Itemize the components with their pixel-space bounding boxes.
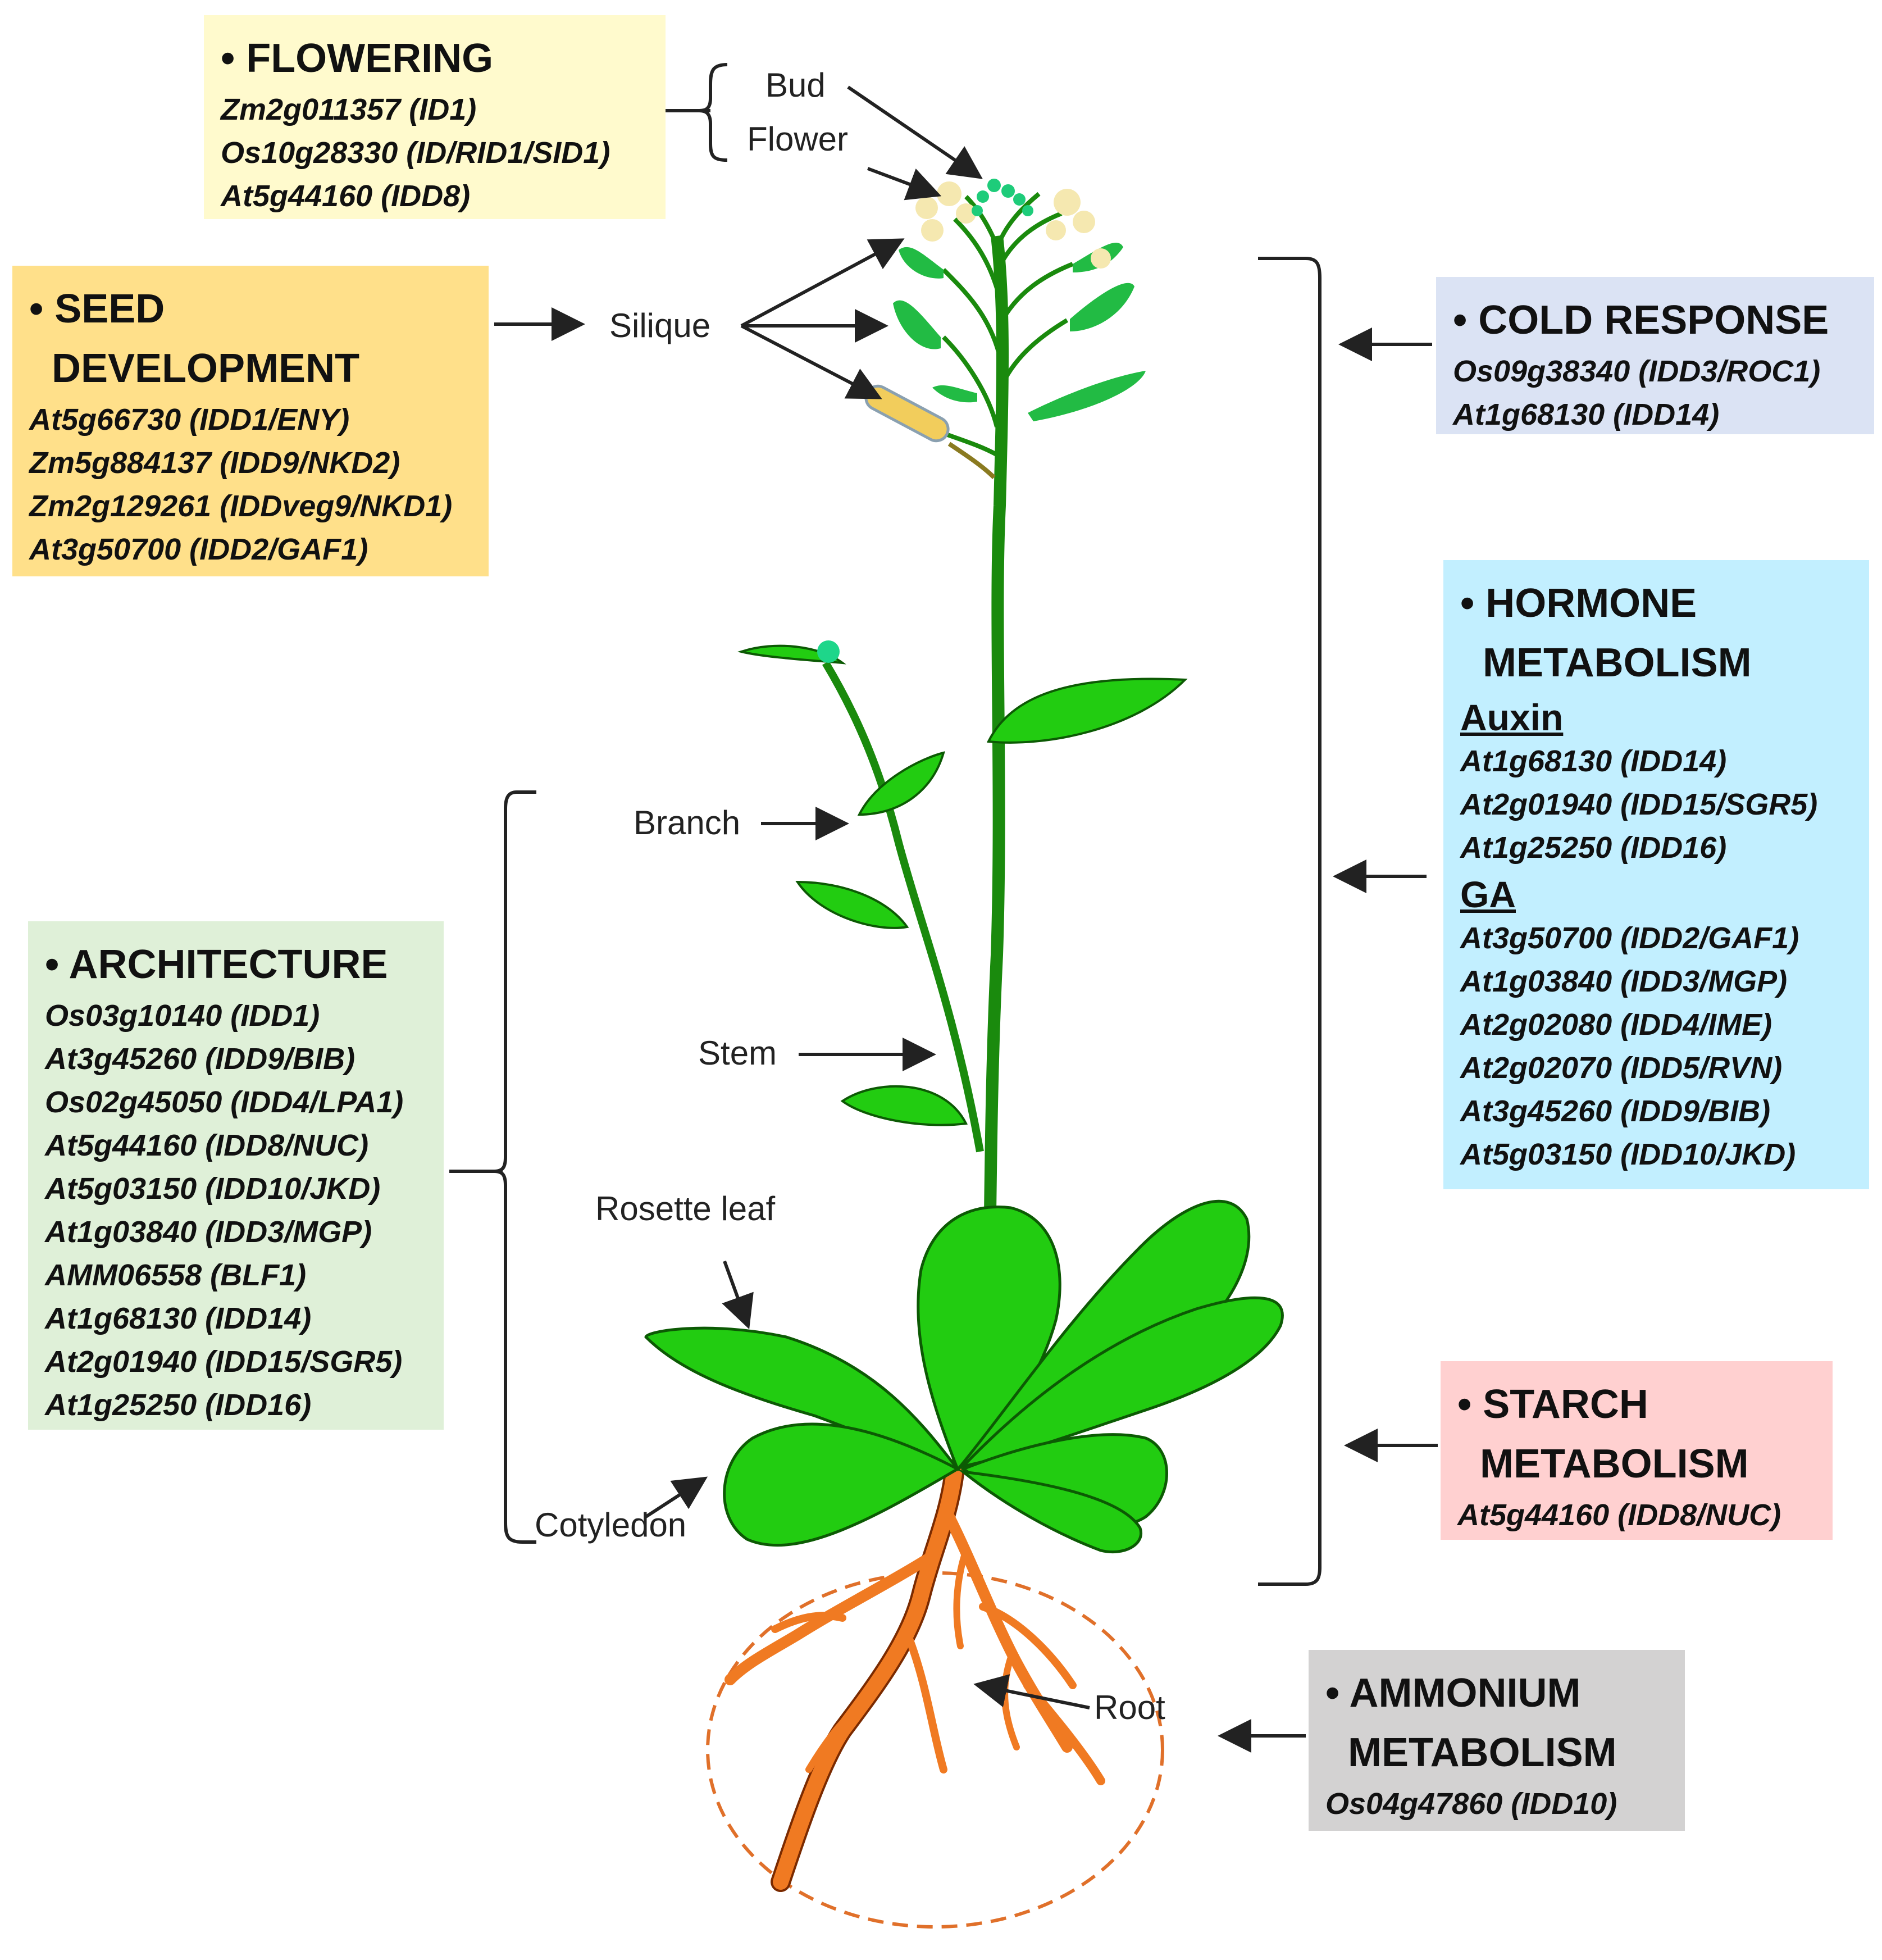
gene-item: Zm2g129261 (IDDveg9/NKD1) [29, 489, 453, 523]
seed-title-line1: • SEED [29, 287, 165, 331]
gene-item: At1g03840 (IDD3/MGP) [45, 1215, 372, 1249]
cold-response-title: • COLD RESPONSE [1453, 298, 1829, 343]
root-label: Root [1094, 1689, 1165, 1726]
architecture-bracket [494, 790, 536, 1544]
gene-item: At3g45260 (IDD9/BIB) [1460, 1094, 1771, 1128]
gene-item: At3g50700 (IDD2/GAF1) [1460, 921, 1799, 955]
root-region-outline [706, 1571, 1164, 1929]
gene-item: At1g68130 (IDD14) [1460, 744, 1727, 778]
silique-label: Silique [609, 307, 711, 344]
rosette-leaf-label: Rosette leaf [595, 1190, 776, 1227]
gene-item: Os04g47860 (IDD10) [1325, 1787, 1617, 1821]
branch-bud [817, 640, 840, 663]
hormone-metabolism-box: • HORMONE METABOLISM Auxin At1g68130 (ID… [1443, 560, 1869, 1189]
cotyledon-label: Cotyledon [535, 1506, 687, 1544]
flowering-box: • FLOWERING Zm2g011357 (ID1) Os10g28330 … [204, 15, 666, 219]
branch-stem [822, 661, 984, 1153]
branch-leaves [737, 644, 1188, 1126]
gene-item: AMM06558 (BLF1) [45, 1258, 307, 1292]
gene-item: At1g68130 (IDD14) [1453, 398, 1720, 431]
gene-item: At2g01940 (IDD15/SGR5) [1460, 788, 1818, 821]
gene-item: Os02g45050 (IDD4/LPA1) [45, 1085, 404, 1119]
gene-item: At1g25250 (IDD16) [1460, 831, 1727, 865]
gene-item: Zm2g011357 (ID1) [221, 93, 477, 126]
cold-response-box: • COLD RESPONSE Os09g38340 (IDD3/ROC1) A… [1436, 277, 1874, 434]
flowering-brace [699, 63, 728, 162]
gene-item: At5g44160 (IDD8) [221, 179, 471, 213]
stem-label: Stem [698, 1034, 777, 1072]
gene-item: At1g68130 (IDD14) [45, 1302, 312, 1335]
gene-item: Os09g38340 (IDD3/ROC1) [1453, 354, 1821, 388]
flowering-title: • FLOWERING [221, 36, 494, 81]
gene-item: At1g03840 (IDD3/MGP) [1460, 965, 1788, 998]
bud-label: Bud [765, 66, 826, 104]
flower-label: Flower [747, 120, 849, 158]
gene-item: At5g44160 (IDD8/NUC) [45, 1129, 369, 1162]
siliques [893, 242, 1146, 421]
branch-label: Branch [634, 804, 741, 842]
gene-item: Os10g28330 (ID/RID1/SID1) [221, 136, 610, 170]
rosette-leaves [644, 1199, 1284, 1554]
gene-item: At2g02080 (IDD4/IME) [1460, 1008, 1772, 1042]
inflorescence-stalks [926, 192, 1074, 457]
leader-arrows [494, 85, 1438, 1753]
hormone-title-line2: METABOLISM [1483, 640, 1752, 685]
ammonium-title-line1: • AMMONIUM [1325, 1671, 1581, 1716]
starch-title-line1: • STARCH [1457, 1382, 1648, 1427]
architecture-box: • ARCHITECTURE Os03g10140 (IDD1) At3g452… [28, 921, 444, 1430]
starch-title-line2: METABOLISM [1480, 1441, 1749, 1486]
gene-item: Os03g10140 (IDD1) [45, 999, 320, 1033]
gene-item: At5g03150 (IDD10/JKD) [1460, 1138, 1796, 1171]
gene-item: At5g03150 (IDD10/JKD) [45, 1172, 381, 1206]
auxin-heading: Auxin [1460, 697, 1564, 738]
seed-development-box: • SEED DEVELOPMENT At5g66730 (IDD1/ENY) … [12, 266, 489, 576]
gene-item: At5g66730 (IDD1/ENY) [29, 403, 350, 436]
gene-item: At2g02070 (IDD5/RVN) [1460, 1051, 1783, 1085]
yellow-silique-stalk [947, 442, 996, 479]
flower-cluster [915, 179, 1111, 269]
right-bracket [1258, 257, 1321, 1586]
gene-item: Zm5g884137 (IDD9/NKD2) [29, 446, 400, 480]
ammonium-title-line2: METABOLISM [1348, 1730, 1617, 1775]
seed-title-line2: DEVELOPMENT [52, 346, 360, 391]
gene-item: At3g50700 (IDD2/GAF1) [29, 533, 368, 566]
ammonium-metabolism-box: • AMMONIUM METABOLISM Os04g47860 (IDD10) [1309, 1650, 1685, 1831]
gene-item: At3g45260 (IDD9/BIB) [45, 1042, 356, 1076]
gene-item: At2g01940 (IDD15/SGR5) [45, 1345, 403, 1379]
gene-item: At1g25250 (IDD16) [45, 1388, 312, 1422]
architecture-title: • ARCHITECTURE [45, 942, 388, 987]
ga-heading: GA [1460, 874, 1516, 915]
starch-metabolism-box: • STARCH METABOLISM At5g44160 (IDD8/NUC) [1441, 1361, 1833, 1540]
hormone-title-line1: • HORMONE [1460, 581, 1697, 626]
gene-item: At5g44160 (IDD8/NUC) [1457, 1498, 1781, 1532]
